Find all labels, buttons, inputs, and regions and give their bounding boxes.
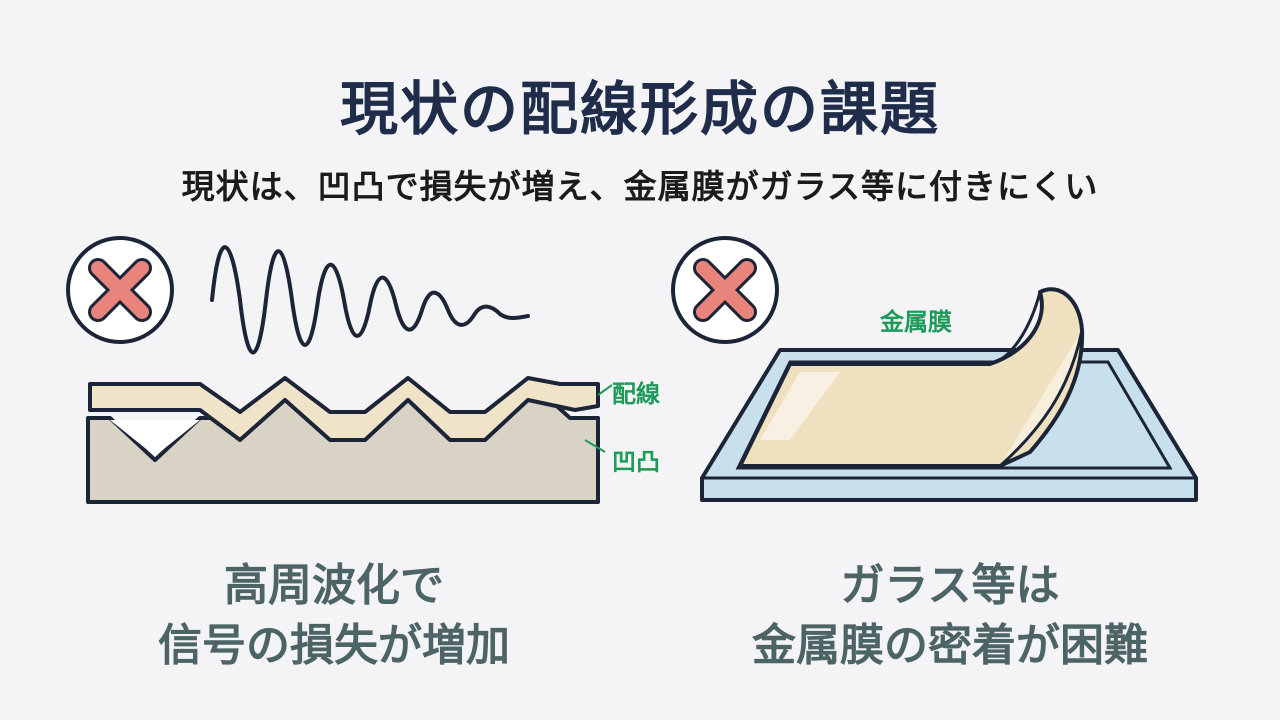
right-caption: ガラス等は 金属膜の密着が困難 <box>690 556 1210 676</box>
wiring-layer <box>88 376 600 442</box>
signal-wave-icon <box>210 245 530 355</box>
page-subtitle: 現状は、凹凸で損失が増え、金属膜がガラス等に付きにくい <box>181 167 1099 206</box>
cross-mark-icon <box>671 236 779 344</box>
right-caption-line1: ガラス等は <box>840 560 1060 611</box>
label-unevenness: 凹凸 <box>612 448 660 476</box>
left-caption-line1: 高周波化で <box>224 560 444 611</box>
page-title: 現状の配線形成の課題 <box>339 75 940 143</box>
right-caption-line2: 金属膜の密着が困難 <box>752 620 1148 671</box>
cross-mark-icon <box>66 236 174 344</box>
left-caption-line2: 信号の損失が増加 <box>158 620 510 671</box>
label-metal-film: 金属膜 <box>879 308 952 336</box>
peeling-metal-film <box>738 287 1085 468</box>
left-caption: 高周波化で 信号の損失が増加 <box>74 556 594 676</box>
label-wiring: 配線 <box>612 380 660 408</box>
